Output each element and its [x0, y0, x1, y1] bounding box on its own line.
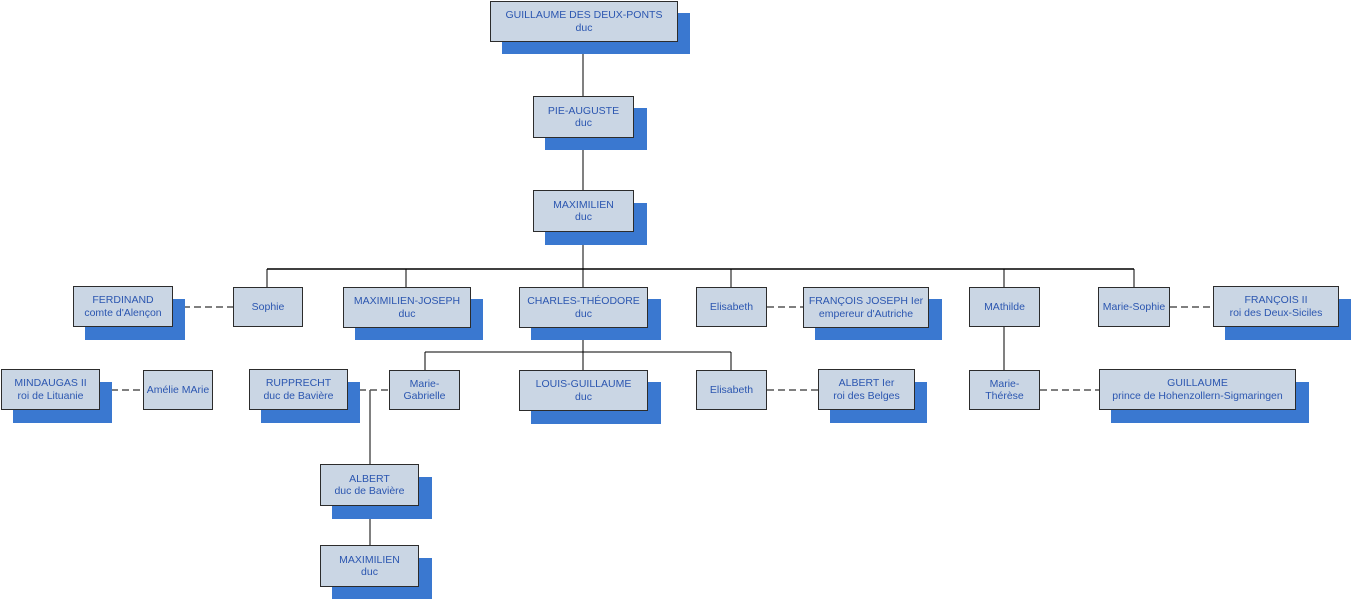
person-title: roi des Belges [833, 389, 900, 402]
person-marie-therese[interactable]: Marie- Thérèse [969, 370, 1040, 410]
person-pie-auguste[interactable]: PIE-AUGUSTE duc [533, 96, 647, 150]
person-sophie[interactable]: Sophie [233, 287, 303, 327]
person-marie-sophie[interactable]: Marie-Sophie [1098, 287, 1170, 327]
person-francois-joseph[interactable]: FRANÇOIS JOSEPH Ier empereur d'Autriche [803, 287, 942, 341]
person-title: duc de Bavière [263, 389, 334, 402]
person-title: duc [575, 117, 592, 129]
person-name: GUILLAUME [1167, 377, 1228, 389]
person-elisabeth[interactable]: Elisabeth [696, 287, 767, 327]
person-title: duc [575, 211, 592, 223]
person-title: Gabrielle [403, 390, 446, 402]
person-rupprecht[interactable]: RUPPRECHT duc de Bavière [249, 369, 360, 424]
person-name: Marie- [409, 377, 440, 390]
person-name: Elisabeth [709, 300, 754, 313]
person-name: GUILLAUME DES DEUX-PONTS [505, 9, 663, 21]
person-albert-duc-de-baviere[interactable]: ALBERT duc de Bavière [320, 464, 432, 519]
person-maximilien-joseph[interactable]: MAXIMILIEN-JOSEPH duc [343, 287, 483, 341]
person-title: duc [398, 307, 416, 320]
person-name: MAXIMILIEN [339, 553, 400, 566]
person-title: Thérèse [985, 390, 1024, 402]
person-name: RUPPRECHT [265, 377, 332, 389]
person-title: roi de Lituanie [17, 389, 84, 402]
person-name: LOUIS-GUILLAUME [535, 378, 632, 390]
person-name: Marie- [989, 377, 1020, 390]
person-title: prince de Hohenzollern-Sigmaringen [1112, 389, 1283, 402]
person-elisabeth-2[interactable]: Elisabeth [696, 370, 767, 410]
person-francois-ii[interactable]: FRANÇOIS II roi des Deux-Siciles [1213, 286, 1351, 341]
person-name: MINDAUGAS II [14, 377, 87, 389]
person-name: ALBERT Ier [838, 377, 895, 389]
person-title: duc de Bavière [334, 485, 405, 497]
person-ferdinand[interactable]: FERDINAND comte d'Alençon [73, 286, 185, 341]
person-guillaume-hohenzollern[interactable]: GUILLAUME prince de Hohenzollern-Sigmari… [1099, 369, 1309, 424]
person-guillaume-des-deux-ponts[interactable]: GUILLAUME DES DEUX-PONTS duc [490, 1, 690, 55]
person-mindaugas-ii[interactable]: MINDAUGAS II roi de Lituanie [1, 369, 112, 424]
person-title: duc [575, 21, 593, 34]
person-name: Amélie MArie [146, 383, 210, 396]
person-charles-theodore[interactable]: CHARLES-THÉODORE duc [519, 287, 661, 341]
person-name: MAXIMILIEN-JOSEPH [353, 295, 461, 307]
person-title: empereur d'Autriche [818, 307, 914, 320]
person-title: comte d'Alençon [84, 306, 162, 319]
person-name: MAXIMILIEN [553, 198, 614, 211]
person-name: MAthilde [984, 300, 1025, 313]
person-maximilien-2[interactable]: MAXIMILIEN duc [320, 545, 432, 599]
person-title: duc [575, 307, 592, 320]
person-name: CHARLES-THÉODORE [527, 295, 640, 307]
person-title: roi des Deux-Siciles [1229, 306, 1323, 319]
person-title: duc [361, 566, 378, 578]
person-albert-ier[interactable]: ALBERT Ier roi des Belges [818, 369, 927, 424]
person-name: FRANÇOIS II [1244, 294, 1308, 306]
person-name: PIE-AUGUSTE [547, 104, 620, 117]
person-name: Elisabeth [709, 383, 754, 396]
person-name: FRANÇOIS JOSEPH Ier [808, 295, 924, 307]
person-name: FERDINAND [92, 294, 154, 306]
person-name: Sophie [251, 300, 285, 313]
person-amelie-marie[interactable]: Amélie MArie [143, 370, 213, 410]
person-maximilien[interactable]: MAXIMILIEN duc [533, 190, 647, 245]
person-title: duc [575, 390, 592, 403]
person-name: Marie-Sophie [1102, 300, 1166, 313]
person-mathilde[interactable]: MAthilde [969, 287, 1040, 327]
person-louis-guillaume[interactable]: LOUIS-GUILLAUME duc [519, 370, 661, 424]
person-marie-gabrielle[interactable]: Marie- Gabrielle [389, 370, 460, 410]
person-name: ALBERT [349, 472, 390, 485]
